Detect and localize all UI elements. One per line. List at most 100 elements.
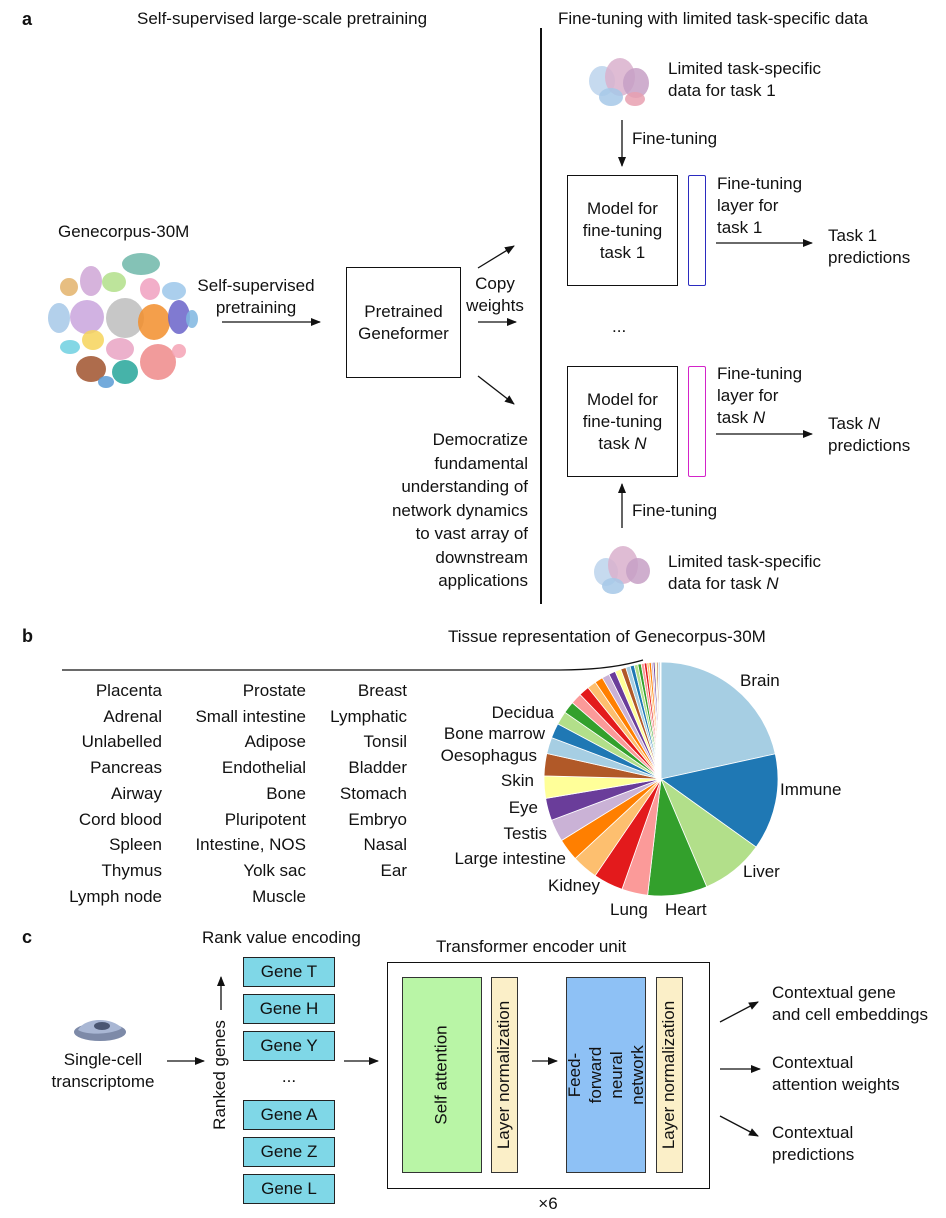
pie-slice-muscle bbox=[646, 662, 662, 780]
panel-b-title: Tissue representation of Genecorpus-30M bbox=[448, 627, 766, 646]
pie-label-large-intestine: Large intestine bbox=[454, 849, 566, 868]
tissue-list-item: Cord blood bbox=[78, 809, 162, 829]
cell-icon bbox=[74, 1019, 126, 1041]
pie-slice-placenta bbox=[551, 723, 662, 780]
pie-label-brain: Brain bbox=[740, 671, 780, 690]
pie-slice-large-intestine bbox=[574, 778, 662, 877]
pie-slice-prostate bbox=[614, 668, 662, 780]
pretrained-label: Pretrained Geneformer bbox=[358, 301, 449, 343]
pie-label-kidney: Kidney bbox=[548, 876, 600, 895]
rank-title: Rank value encoding bbox=[202, 928, 361, 947]
pie-slice-endothelial bbox=[629, 664, 662, 780]
pie-label-bone-marrow: Bone marrow bbox=[443, 724, 545, 743]
panel-b-letter: b bbox=[22, 626, 33, 646]
pie-slice-lymphatic bbox=[650, 661, 662, 780]
tissue-list-item: Spleen bbox=[109, 835, 162, 855]
pie-slice-embryo bbox=[657, 661, 662, 780]
panel-c-letter: c bbox=[22, 927, 33, 947]
pie-slice-testis bbox=[560, 778, 662, 860]
tissue-list-item: Breast bbox=[357, 681, 407, 700]
tissue-list-item: Lymphatic bbox=[330, 706, 407, 726]
panel-a-title-left: Self-supervised large-scale pretraining bbox=[137, 9, 428, 28]
ranked-genes-label: Ranked genes bbox=[210, 1020, 230, 1130]
pie-label-skin: Skin bbox=[500, 771, 534, 790]
arrow-copy-up bbox=[477, 245, 515, 269]
pie-label-decidua: Decidua bbox=[491, 703, 554, 722]
gene-box-3: Gene Y bbox=[243, 1031, 335, 1061]
tissue-list-item: Ear bbox=[380, 860, 407, 880]
pie-slice-intestine-nos bbox=[640, 662, 662, 780]
pie-label-immune: Immune bbox=[780, 780, 842, 799]
tissue-list-item: Tonsil bbox=[363, 732, 407, 752]
limited-data-1: Limited task-specific data for task 1 bbox=[668, 59, 822, 100]
tissue-list-item: Lymph node bbox=[69, 886, 162, 906]
democratize-text: Democratize fundamental understanding of… bbox=[391, 430, 528, 590]
repeat-label: ×6 bbox=[538, 1194, 558, 1213]
pie-label-liver: Liver bbox=[743, 862, 780, 881]
ft-layer-1-bar bbox=[688, 175, 706, 286]
panel-a-divider bbox=[540, 28, 542, 604]
pie-slice-airway bbox=[579, 687, 662, 780]
pie-slice-breast bbox=[648, 661, 662, 780]
pie-slice-small-intestine bbox=[620, 666, 662, 780]
tissue-list-item: Prostate bbox=[242, 681, 306, 700]
pie-slice-bone-marrow bbox=[543, 752, 662, 780]
ssp-label: Self-supervised pretraining bbox=[197, 276, 315, 317]
taskn-data-umap bbox=[590, 540, 654, 600]
pie-slice-eye bbox=[550, 778, 662, 842]
ft-layer-n-bar bbox=[688, 366, 706, 477]
output-embeddings: Contextual gene and cell embeddings bbox=[772, 983, 928, 1024]
pie-slice-ear bbox=[659, 661, 662, 780]
gene-box-5: Gene Z bbox=[243, 1137, 335, 1167]
pretrained-geneformer-box: Pretrained Geneformer bbox=[346, 267, 461, 378]
tissue-list-item: Adrenal bbox=[103, 706, 162, 726]
output-attention: Contextual attention weights bbox=[772, 1053, 900, 1094]
pie-slice-pluripotent bbox=[637, 663, 662, 780]
fine-tuning-top-label: Fine-tuning bbox=[632, 129, 718, 148]
output-predictions: Contextual predictions bbox=[772, 1123, 855, 1164]
pie-slice-decidua bbox=[546, 737, 662, 780]
single-cell-label: Single-cell transcriptome bbox=[51, 1050, 155, 1091]
gene-ellipsis: ... bbox=[281, 1067, 297, 1086]
pie-slice-nasal bbox=[658, 661, 662, 780]
task1-data-umap bbox=[585, 52, 655, 112]
tissue-list-item: Airway bbox=[110, 783, 162, 803]
pie-slice-cord-blood bbox=[587, 681, 662, 780]
pie-slice-yolk-sac bbox=[643, 662, 662, 780]
corpus-umap-plot bbox=[40, 248, 200, 408]
corpus-label: Genecorpus-30M bbox=[58, 222, 190, 241]
transformer-title: Transformer encoder unit bbox=[436, 937, 627, 956]
pie-slice-adipose bbox=[625, 665, 662, 780]
pie-slice-bone bbox=[633, 663, 662, 780]
pie-label-testis: Testis bbox=[503, 824, 547, 843]
tissue-list-item: Yolk sac bbox=[243, 860, 306, 880]
pie-slice-adrenal bbox=[557, 711, 662, 780]
self-attention-block: Self attention bbox=[402, 977, 482, 1173]
tissue-list-item: Bone bbox=[266, 783, 306, 803]
pie-slice-stomach bbox=[656, 661, 662, 780]
gene-box-4: Gene A bbox=[243, 1100, 335, 1130]
tissue-list-item: Placenta bbox=[95, 681, 162, 700]
layer-norm-block-2: Layer normalization bbox=[656, 977, 683, 1173]
pie-slice-oesophagus bbox=[543, 775, 662, 799]
pie-label-heart: Heart bbox=[665, 900, 707, 919]
task1-predictions: Task 1 predictions bbox=[828, 226, 911, 267]
tissue-list-item: Pluripotent bbox=[224, 809, 306, 829]
tasks-ellipsis: ... bbox=[612, 317, 627, 336]
tissue-list-item: Muscle bbox=[252, 886, 306, 906]
gene-box-2: Gene H bbox=[243, 994, 335, 1024]
tissue-list-item: Nasal bbox=[363, 835, 407, 855]
pie-label-eye: Eye bbox=[508, 798, 538, 817]
pie-slice-spleen bbox=[594, 677, 662, 780]
pie-slice-liver bbox=[660, 777, 757, 888]
tissue-list-item: Thymus bbox=[101, 860, 162, 880]
tissue-list-item: Pancreas bbox=[90, 758, 162, 778]
pie-label-lung: Lung bbox=[610, 900, 648, 919]
small-tissue-bracket bbox=[62, 659, 644, 671]
layer-norm-block-1: Layer normalization bbox=[491, 977, 518, 1173]
tissue-list-item: Embryo bbox=[348, 809, 407, 829]
